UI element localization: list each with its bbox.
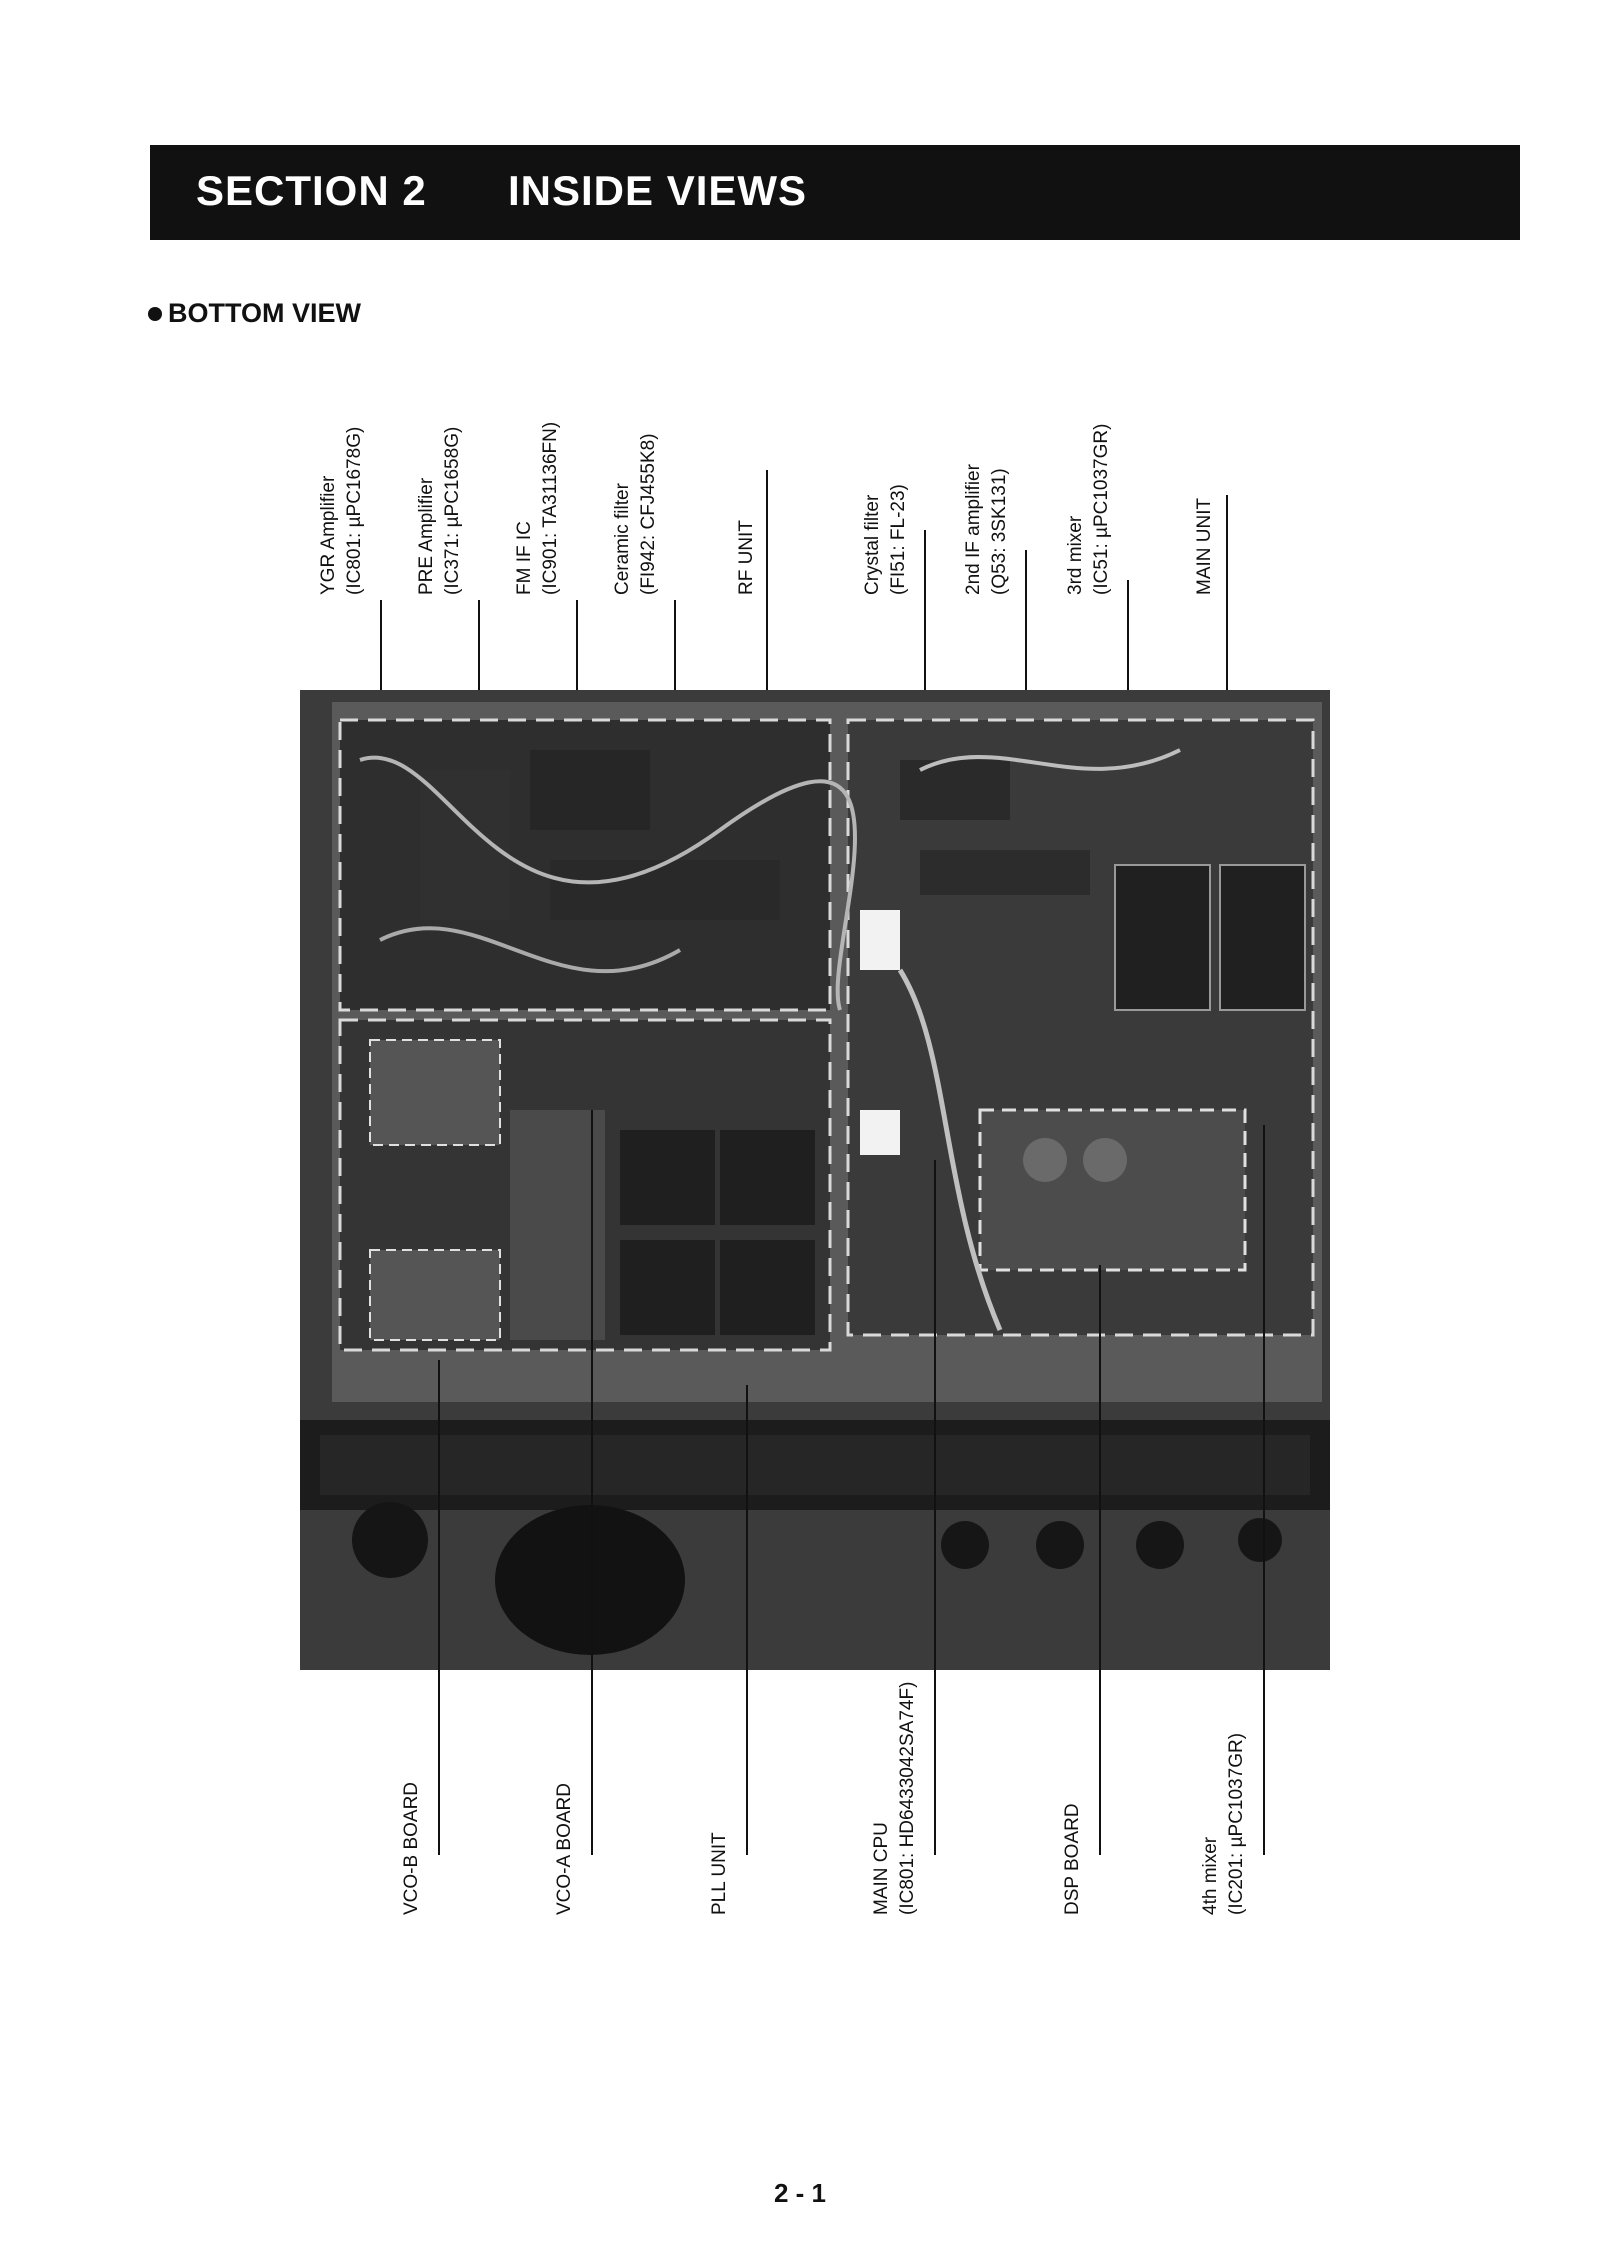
- bullet-icon: [148, 306, 162, 321]
- leader-line: [1263, 1125, 1265, 1855]
- leader-line: [746, 1385, 748, 1855]
- leader-line: [934, 1160, 936, 1855]
- leader-line: [1226, 495, 1228, 725]
- bottom-view-photo: [300, 690, 1330, 1670]
- subheading-text: BOTTOM VIEW: [168, 298, 361, 328]
- section-number: SECTION 2: [196, 167, 427, 214]
- section-title: INSIDE VIEWS: [508, 167, 808, 214]
- circuit-board-illustration: [300, 690, 1330, 1670]
- leader-line: [766, 470, 768, 735]
- subheading: BOTTOM VIEW: [148, 298, 361, 329]
- page-number: 2 - 1: [773, 2178, 827, 2208]
- leader-line: [1099, 1265, 1101, 1855]
- leader-line: [438, 1360, 440, 1855]
- section-header-bar: SECTION 2 INSIDE VIEWS: [150, 145, 1520, 240]
- leader-line: [591, 1110, 593, 1855]
